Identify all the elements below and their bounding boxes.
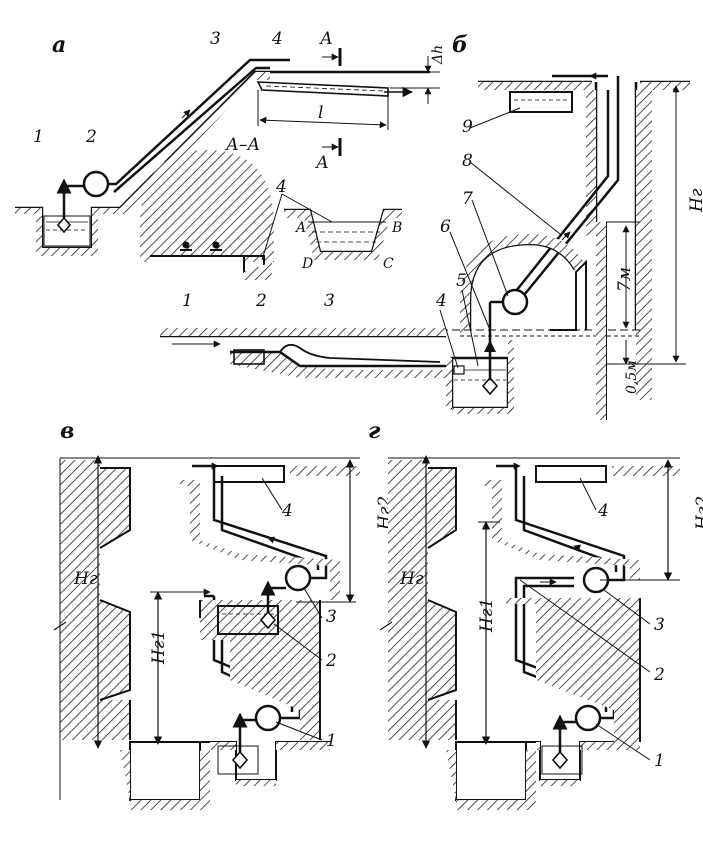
label-corner-d: D xyxy=(301,256,313,272)
label-hg1-v: Hг1 xyxy=(149,630,169,665)
label-v-3: 3 xyxy=(326,607,337,627)
pump-a xyxy=(82,170,110,198)
dim-l xyxy=(259,116,387,129)
panel-g: г Hг Hг2 Hг1 1 2 3 4 xyxy=(368,418,703,810)
label-v-1: 1 xyxy=(326,731,337,751)
surface-tank-9 xyxy=(509,91,573,113)
intake-strainer-a xyxy=(56,216,72,234)
label-hg2-g: Hг2 xyxy=(693,496,703,531)
panel-b: б 1 2 3 4 5 6 7 8 9 Hг 7м 0,5м xyxy=(160,32,703,420)
pump-v-1 xyxy=(254,704,282,732)
pump-v-3 xyxy=(284,564,312,592)
label-section-mark-bottom: А xyxy=(315,153,329,173)
panel-letter-b: б xyxy=(452,32,468,58)
panel-v: в Hг Hг2 Hг1 1 2 3 4 xyxy=(53,418,395,810)
label-corner-b: B xyxy=(391,220,402,236)
label-dim-dh: Δh xyxy=(430,45,446,65)
label-section-aa: А–А xyxy=(225,135,260,155)
label-hg-g: Hг xyxy=(399,569,424,589)
label-b-2: 2 xyxy=(255,291,267,311)
ditch-3 xyxy=(279,343,441,363)
ground-hatch-a xyxy=(15,72,270,256)
label-b-7: 7 xyxy=(462,189,473,209)
drift-floor xyxy=(230,350,446,368)
panel-letter-v: в xyxy=(60,418,74,444)
channel-a xyxy=(256,81,389,97)
settler-2 xyxy=(233,349,265,365)
label-b-6: 6 xyxy=(440,217,451,237)
label-a-3: 3 xyxy=(210,29,221,49)
label-dim-05m: 0,5м xyxy=(624,360,640,394)
label-b-3: 3 xyxy=(324,291,335,311)
label-hg-b: Hг xyxy=(687,188,703,213)
label-b-9: 9 xyxy=(462,117,473,137)
sump-a xyxy=(43,215,91,247)
label-dim-7m: 7м xyxy=(615,267,635,292)
label-v-2: 2 xyxy=(325,651,337,671)
label-b-5: 5 xyxy=(456,271,467,291)
panel-letter-g: г xyxy=(368,418,381,444)
label-b-8: 8 xyxy=(462,151,473,171)
panel-letter-a: а xyxy=(52,32,66,58)
label-v-4: 4 xyxy=(281,501,293,521)
label-b-1: 1 xyxy=(182,291,193,311)
pressure-pipe-b xyxy=(519,90,620,301)
panel-a: а 1 2 3 4 4 А–А А А l Δh A B C D xyxy=(15,29,446,280)
label-g-3: 3 xyxy=(654,615,665,635)
label-b-4: 4 xyxy=(435,291,447,311)
label-g-2: 2 xyxy=(653,665,665,685)
top-tank-v xyxy=(213,465,285,483)
top-tank-g xyxy=(535,465,607,483)
label-a-4: 4 xyxy=(271,29,283,49)
pump-g-1 xyxy=(574,704,602,732)
label-g-4: 4 xyxy=(597,501,609,521)
label-corner-c: C xyxy=(383,256,394,272)
intake-strainer-b xyxy=(481,376,499,396)
label-dim-l: l xyxy=(318,103,323,123)
label-hg1-g: Hг1 xyxy=(477,598,497,633)
label-a-2: 2 xyxy=(85,127,97,147)
label-corner-a: A xyxy=(294,220,306,236)
label-hg-v: Hг xyxy=(73,569,98,589)
pressure-pipe-a xyxy=(108,58,290,186)
label-a-4-section: 4 xyxy=(275,177,287,197)
label-g-1: 1 xyxy=(654,751,665,771)
label-section-mark-top: А xyxy=(319,29,333,49)
label-a-1: 1 xyxy=(33,127,44,147)
mid-tank-v xyxy=(217,605,279,635)
